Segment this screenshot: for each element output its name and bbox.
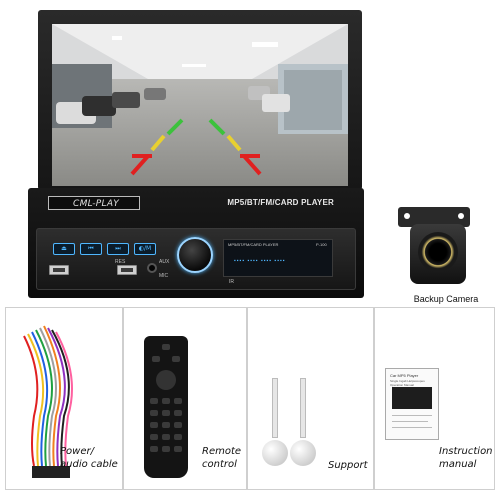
usb-port-1[interactable] — [49, 265, 69, 275]
faceplate: ⏏ ⏮ ⏭ ◐/M RES AUX MIC IR MP5/BT/FM/CARD … — [36, 228, 356, 290]
screen-display — [52, 24, 348, 186]
power-cable-label-line2: audio cable — [60, 459, 118, 470]
head-unit: CML-PLAY MP5/BT/FM/CARD PLAYER ⏏ ⏮ ⏭ ◐/M… — [28, 188, 364, 298]
remote-label: Remote control — [202, 445, 241, 471]
power-mode-button[interactable]: ◐/M — [134, 243, 156, 255]
manual-cover-subtitle-2: Operation Manual — [390, 383, 414, 387]
support-rod-2 — [300, 378, 306, 438]
usb-port-2[interactable] — [117, 265, 137, 275]
manual-cover-image — [392, 387, 432, 409]
volume-knob[interactable] — [177, 237, 213, 273]
remote-label-line1: Remote — [202, 446, 242, 457]
power-cable-label-line1: Power/ — [60, 446, 94, 457]
camera-bracket — [398, 207, 470, 227]
instruction-manual-image: Car MP5 Player Single Ingalt Helpscoupes… — [385, 368, 439, 440]
brand-badge: CML-PLAY — [48, 196, 140, 210]
support-ball-1 — [262, 440, 288, 466]
eject-button[interactable]: ⏏ — [53, 243, 75, 255]
display-title: MP5/BT/FM/CARD PLAYER — [228, 242, 279, 247]
panel-support: Support — [247, 307, 374, 490]
power-cable-label: Power/ audio cable — [60, 445, 118, 471]
support-rod-1 — [272, 378, 278, 438]
panel-manual: Car MP5 Player Single Ingalt Helpscoupes… — [374, 307, 495, 490]
aux-jack[interactable] — [147, 263, 157, 273]
panel-remote: Remote control — [123, 307, 247, 490]
manual-label: Instruction manual — [439, 445, 493, 471]
flip-screen-bezel — [38, 10, 362, 190]
support-ball-2 — [290, 440, 316, 466]
res-label: RES — [115, 259, 126, 265]
function-buttons: ⏏ ⏮ ⏭ ◐/M — [53, 243, 156, 255]
remote-label-line2: control — [202, 459, 237, 470]
aux-label: AUX — [159, 259, 170, 265]
camera-lens — [418, 232, 458, 272]
parking-camera-view — [52, 24, 348, 186]
mic-label: MIC — [159, 273, 169, 279]
support-label: Support — [328, 460, 368, 471]
manual-cover-subtitle: Single Ingalt Helpscoupes — [390, 379, 425, 383]
manual-cover-title: Car MP5 Player — [390, 373, 419, 378]
manual-label-line2: manual — [439, 459, 477, 470]
ir-label: IR — [229, 279, 234, 285]
next-button[interactable]: ⏭ — [107, 243, 129, 255]
lcd-display: MP5/BT/FM/CARD PLAYER P-100 ▪▪▪▪ ▪▪▪▪ ▪▪… — [223, 239, 333, 277]
panel-power-cable: Power/ audio cable — [5, 307, 123, 490]
model-label: MP5/BT/FM/CARD PLAYER — [227, 198, 334, 207]
camera-label: Backup Camera — [413, 294, 479, 304]
backup-camera — [410, 224, 466, 284]
cable-harness-icon — [23, 325, 73, 478]
display-readout: ▪▪▪▪ ▪▪▪▪ ▪▪▪▪ ▪▪▪▪ — [234, 258, 286, 264]
display-model: P-100 — [316, 242, 327, 247]
remote-control-image — [144, 336, 188, 478]
brand-label: CML-PLAY — [73, 199, 120, 209]
manual-label-line1: Instruction — [439, 446, 493, 457]
previous-button[interactable]: ⏮ — [80, 243, 102, 255]
